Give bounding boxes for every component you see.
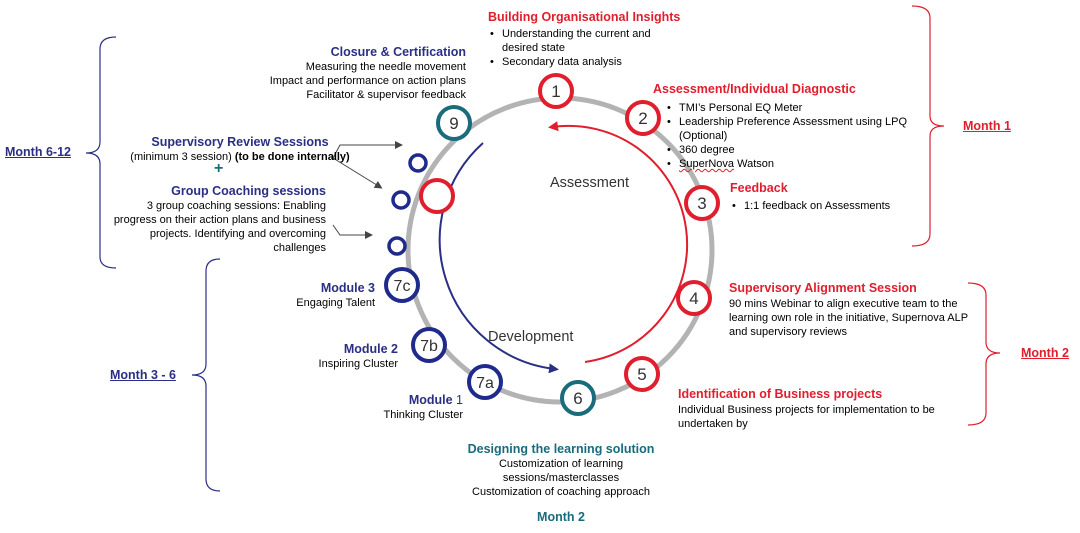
node-4-label: 4 [689,289,698,308]
group-coaching-line-4: challenges [273,242,326,254]
node-9: 9 [436,105,472,141]
node-6-label: 6 [573,389,582,408]
step2-bullet-4: SuperNova Watson [665,157,923,171]
step4-block: Supervisory Alignment Session 90 mins We… [729,280,979,339]
supervisory-review-line-b: (to be done internally) [234,151,350,163]
assessment-arrow [548,121,689,363]
module3-title: Module 3 [320,281,375,295]
assessment-label: Assessment [550,175,629,191]
step1-title: Building Organisational Insights [488,10,681,24]
step4-title: Supervisory Alignment Session [729,281,917,295]
node-3-label: 3 [697,194,706,213]
step6-line-1: Customization of learning [498,458,624,470]
node-1: 1 [538,73,574,109]
step9-line-1: Measuring the needle movement [305,61,466,73]
step6-title: Designing the learning solution [467,442,655,456]
node-7b-label: 7b [420,338,438,355]
node-9-label: 9 [449,114,458,133]
step4-body: 90 mins Webinar to align executive team … [729,298,968,338]
step3-block: Feedback 1:1 feedback on Assessments [730,180,910,213]
step1-bullet-1: Understanding the current and desired st… [488,27,672,55]
development-label: Development [488,329,574,345]
month1-label: Month 1 [963,119,1011,133]
step3-title: Feedback [730,181,788,195]
step6-block: Designing the learning solution Customiz… [445,441,677,525]
module2-block: Module 2 Inspiring Cluster [260,341,398,371]
connector-arrows [332,141,403,239]
group-coaching-title: Group Coaching sessions [171,184,326,198]
step2-bullet-3: 360 degree [665,143,923,157]
supervisory-review-line: (minimum 3 session) (to be done internal… [100,150,380,164]
module3-block: Module 3 Engaging Talent [240,280,375,310]
brace-month1 [911,5,945,247]
supervisory-review-title: Supervisory Review Sessions [151,135,329,149]
module2-sub: Inspiring Cluster [318,358,398,370]
step2-title: Assessment/Individual Diagnostic [653,82,856,96]
node-7c: 7c [384,267,420,303]
module1-title-text: Module [408,393,453,407]
module1-title-num: 1 [452,393,463,407]
mini-ring-1 [408,153,428,173]
node-1-label: 1 [551,82,560,101]
group-coaching-line-3: projects. Identifying and overcoming [149,228,326,240]
supervisory-review-block: Supervisory Review Sessions (minimum 3 s… [100,134,380,164]
step2-bullet-4-b: Watson [734,158,774,170]
month6-12-label: Month 6-12 [5,145,71,159]
module3-sub: Engaging Talent [296,297,375,309]
step9-block: Closure & Certification Measuring the ne… [230,44,466,102]
brace-month2 [967,282,1001,426]
development-arrow [438,142,559,374]
brace-month6-12 [85,36,117,269]
node-7c-label: 7c [394,278,411,295]
step9-line-3: Facilitator & supervisor feedback [306,89,466,101]
node-7b: 7b [411,327,447,363]
step3-bullet-1: 1:1 feedback on Assessments [730,199,910,213]
node-2: 2 [625,100,661,136]
node-4: 4 [676,280,712,316]
node-7a: 7a [467,364,503,400]
node-5-label: 5 [637,365,646,384]
supervisory-review-line-a: (minimum 3 session) [130,151,235,163]
plus-sign: + [214,160,224,177]
group-coaching-block: Group Coaching sessions 3 group coaching… [100,183,326,255]
step5-block: Identification of Business projects Indi… [678,386,948,431]
step9-title: Closure & Certification [330,45,466,59]
module1-block: Module 1 Thinking Cluster [330,392,463,422]
step1-block: Building Organisational Insights Underst… [488,9,688,69]
step5-body: Individual Business projects for impleme… [678,404,935,430]
module2-title: Module 2 [343,342,398,356]
node-3: 3 [684,185,720,221]
module1-title: Module 1 [330,392,463,408]
step2-bullet-2: Leadership Preference Assessment using L… [665,115,923,143]
group-coaching-line-2: progress on their action plans and busin… [113,214,326,226]
step5-title: Identification of Business projects [678,387,883,401]
module1-sub: Thinking Cluster [383,409,463,421]
step2-bullet-4-a: SuperNova [679,158,735,170]
review-node [419,178,455,214]
step6-month: Month 2 [537,510,585,524]
step2-block: Assessment/Individual Diagnostic TMI’s P… [653,81,923,171]
mini-ring-3 [387,236,407,256]
group-coaching-line-1: 3 group coaching sessions: Enabling [146,200,326,212]
step1-bullet-2: Secondary data analysis [488,55,688,69]
node-2-label: 2 [638,109,647,128]
brace-month3-6 [191,258,221,492]
month3-6-label: Month 3 - 6 [110,368,176,382]
step9-line-2: Impact and performance on action plans [269,75,466,87]
step6-line-3: Customization of coaching approach [472,486,650,498]
node-6: 6 [560,380,596,416]
node-5: 5 [624,356,660,392]
node-7a-label: 7a [476,375,494,392]
step2-bullet-1: TMI’s Personal EQ Meter [665,101,923,115]
step6-line-2: sessions/masterclasses [502,472,620,484]
mini-ring-2 [391,190,411,210]
month2-label: Month 2 [1021,346,1069,360]
